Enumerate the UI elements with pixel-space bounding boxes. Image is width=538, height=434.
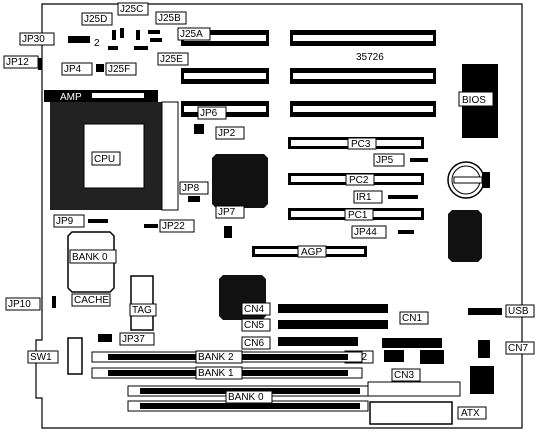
board-model-number: 35726 — [356, 52, 384, 63]
jp44-jumper — [398, 230, 414, 234]
jp22-label: JP22 — [162, 221, 185, 232]
jp4-label: JP4 — [64, 64, 82, 75]
jp7-label: JP7 — [218, 207, 236, 218]
j25d-label: J25D — [84, 14, 107, 25]
pc1-label: PC1 — [348, 210, 368, 221]
cn3-label: CN3 — [394, 370, 414, 381]
pc2-label: PC2 — [349, 175, 369, 186]
amp-label: AMP — [60, 92, 82, 103]
jp8-jumper — [188, 196, 200, 202]
cn6-label: CN6 — [244, 338, 264, 349]
jp30-header — [68, 36, 90, 43]
jp10-label: JP10 — [8, 299, 31, 310]
sw1-label: SW1 — [30, 352, 52, 363]
jp37-jumper — [98, 334, 112, 342]
atx-label: ATX — [461, 408, 480, 419]
cn5-label: CN5 — [244, 320, 264, 331]
pc3-label-box — [347, 137, 377, 150]
jp5-jumper — [410, 158, 428, 162]
jp4-jumper — [96, 64, 104, 72]
cn7-label: CN7 — [508, 343, 528, 354]
bios-label: BIOS — [462, 95, 486, 106]
cn4-label: CN4 — [244, 304, 264, 315]
jp37-label: JP37 — [122, 334, 145, 345]
cn1-connector — [382, 338, 442, 348]
ir1-label: IR1 — [356, 192, 372, 203]
bank0-cache-label: BANK 0 — [72, 252, 108, 263]
cn3-connector — [420, 350, 444, 364]
jp10-jumper — [52, 296, 56, 308]
bank0-label: BANK 0 — [228, 392, 264, 403]
ide-connectors — [278, 304, 388, 346]
tag-chip — [130, 275, 154, 331]
jp12-jumper — [38, 58, 42, 70]
agp-label: AGP — [301, 247, 322, 258]
usb-connector — [468, 308, 502, 315]
jp30-label: JP30 — [22, 34, 45, 45]
chipset-right — [448, 210, 482, 262]
ir1-connector — [388, 195, 418, 199]
chipset-north — [212, 154, 268, 208]
bank2-label: BANK 2 — [198, 352, 234, 363]
isa-slots — [181, 30, 436, 117]
jp12-label: JP12 — [6, 57, 29, 68]
jp7-jumper — [224, 226, 232, 238]
j25e-label: J25E — [160, 54, 183, 65]
jp6-jumper — [194, 124, 204, 134]
j25c-label: J25C — [120, 4, 143, 15]
j25f-label: J25F — [108, 64, 130, 75]
ps2-port — [470, 366, 494, 394]
jp22-jumper — [144, 224, 158, 228]
jp9-label: JP9 — [56, 216, 74, 227]
jp9-jumper — [88, 219, 108, 223]
cache-label: CACHE — [74, 295, 109, 306]
cpu-socket: AMP — [44, 90, 179, 211]
cn1-label: CN1 — [402, 313, 422, 324]
j25b-label: J25B — [158, 13, 181, 24]
jp30-pin-label: 2 — [94, 38, 100, 49]
sw1-switch — [67, 337, 83, 375]
jp2-label: JP2 — [218, 128, 236, 139]
jp8-label: JP8 — [182, 183, 200, 194]
bank1-label: BANK 1 — [198, 368, 234, 379]
j25-jumpers — [108, 28, 162, 50]
usb-label: USB — [508, 306, 529, 317]
cn2-connector — [384, 350, 404, 362]
j25a-label: J25A — [180, 29, 203, 40]
cn7-connector — [478, 340, 490, 358]
jp6-label: JP6 — [200, 108, 218, 119]
jp5-label: JP5 — [376, 155, 394, 166]
cpu-label: CPU — [94, 154, 115, 165]
atx-connector — [369, 401, 453, 425]
jp44-label: JP44 — [354, 227, 377, 238]
io-port-header — [367, 381, 461, 397]
pc1-label-box — [344, 208, 374, 221]
pc2-label-box — [345, 173, 375, 186]
tag-label: TAG — [132, 305, 152, 316]
pc3-label: PC3 — [351, 139, 371, 150]
